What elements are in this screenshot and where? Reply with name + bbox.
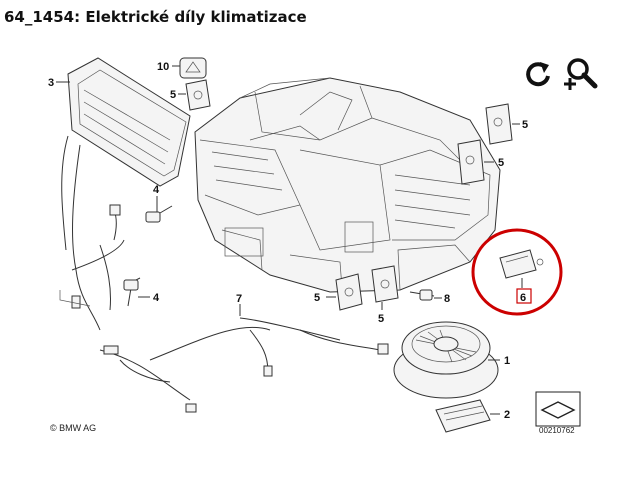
callout-8[interactable]: 8: [444, 293, 450, 305]
callout-3[interactable]: 3: [48, 77, 54, 89]
wiring-harness-left: [59, 135, 125, 331]
zoom-in-button[interactable]: [562, 56, 598, 92]
callout-10[interactable]: 10: [157, 61, 169, 73]
part-actuator-right-mid[interactable]: [457, 139, 485, 185]
callout-4a[interactable]: 4: [153, 184, 160, 196]
part-actuator-bottom-left[interactable]: [335, 273, 363, 311]
callout-5d[interactable]: 5: [314, 292, 320, 304]
callout-5e[interactable]: 5: [378, 313, 384, 325]
callout-4b[interactable]: 4: [153, 292, 160, 304]
diagram-toolbar: [520, 56, 600, 96]
highlight-circle: [471, 228, 563, 316]
part-condenser-panel[interactable]: [62, 57, 191, 187]
zoom-in-icon: [564, 58, 598, 90]
refresh-button[interactable]: [520, 56, 556, 92]
callout-5c[interactable]: 5: [498, 157, 504, 169]
page-title: 64_1454: Elektrické díly klimatizace: [4, 8, 307, 26]
callout-2[interactable]: 2: [504, 409, 510, 421]
part-sensor-cap[interactable]: [179, 57, 207, 79]
part-blower-motor[interactable]: [393, 321, 499, 399]
logo-icon: [540, 401, 576, 419]
part-blower-resistor[interactable]: [435, 399, 491, 433]
refresh-icon: [526, 62, 550, 87]
part-actuator-top[interactable]: [185, 79, 211, 111]
callout-5b[interactable]: 5: [522, 119, 528, 131]
part-6-component[interactable]: [499, 249, 544, 279]
ref-box: 00210762: [535, 391, 581, 435]
callout-5a[interactable]: 5: [170, 89, 176, 101]
part-actuator-right-top[interactable]: [485, 103, 513, 145]
callout-1[interactable]: 1: [504, 355, 510, 367]
ref-number: 00210762: [539, 426, 575, 435]
callout-6-box: [516, 288, 532, 304]
hvac-housing: [194, 77, 501, 293]
part-temp-sensor-lower[interactable]: [123, 277, 141, 307]
part-actuator-bottom-right[interactable]: [371, 265, 399, 303]
callout-6[interactable]: 6: [520, 292, 526, 304]
part-wiring-harness-lower[interactable]: [99, 317, 389, 413]
copyright-text: © BMW AG: [50, 423, 96, 433]
callout-7[interactable]: 7: [236, 293, 242, 305]
part-sensor-bolt[interactable]: [409, 289, 435, 301]
part-temp-sensor-upper[interactable]: [145, 205, 173, 223]
